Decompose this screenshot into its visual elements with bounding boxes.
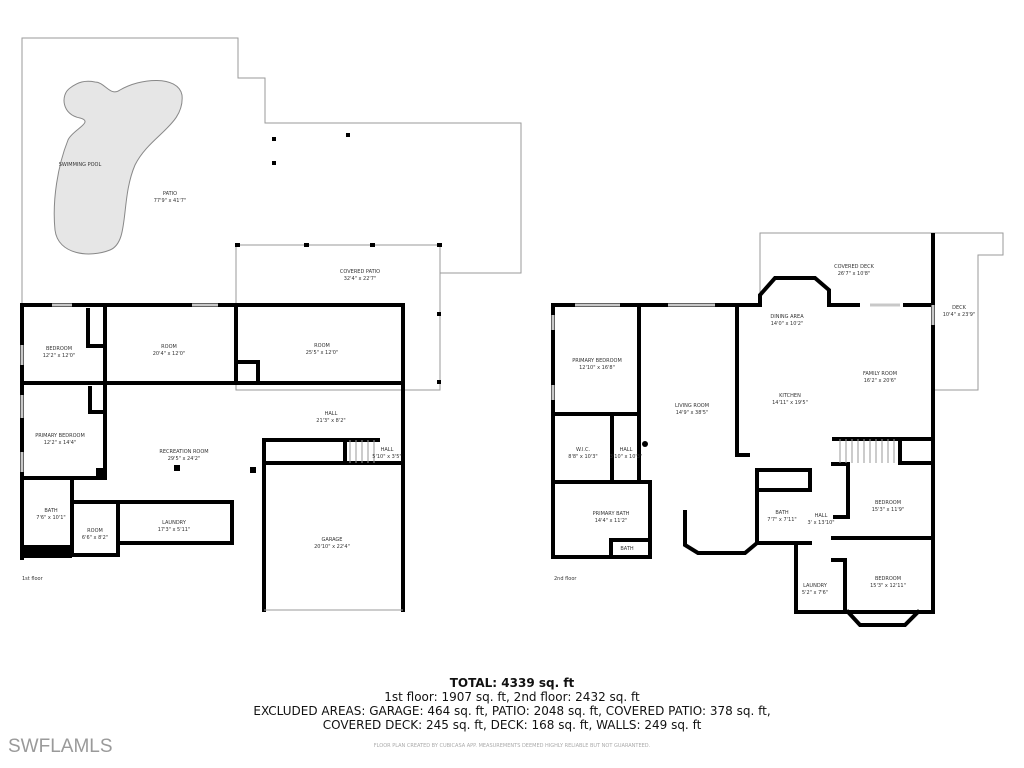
- first-floor-walls: [20, 303, 405, 612]
- room-name: HALL: [381, 447, 394, 453]
- floor-areas: 1st floor: 1907 sq. ft, 2nd floor: 2432 …: [384, 690, 640, 704]
- room-size: 15'3" x 11'9": [872, 507, 905, 513]
- room-size: 5'10" x 3'5": [372, 454, 401, 460]
- room-size: 12'2" x 14'4": [44, 440, 77, 446]
- room-size: 26'7" x 10'8": [838, 271, 871, 277]
- room-name: KITCHEN: [779, 393, 801, 399]
- room-size: 6'6" x 8'2": [82, 535, 108, 541]
- room-size: 20'4" x 12'0": [153, 351, 186, 357]
- room-size: 14'11" x 19'5": [772, 400, 808, 406]
- room-size: 21'3" x 8'2": [316, 418, 345, 424]
- room-name: HALL: [620, 447, 633, 453]
- excluded-areas-line-2: COVERED DECK: 245 sq. ft, DECK: 168 sq. …: [322, 718, 702, 732]
- room-size: 77'9" x 41'7": [154, 198, 187, 204]
- room-size: 14'9" x 38'5": [676, 410, 709, 416]
- room-size: 15'3" x 12'11": [870, 583, 906, 589]
- room-size: 17'3" x 5'11": [158, 527, 191, 533]
- room-name: LIVING ROOM: [675, 403, 709, 409]
- room-name: BEDROOM: [875, 500, 901, 506]
- room-name: BATH: [775, 510, 789, 516]
- room-name: BEDROOM: [46, 346, 72, 352]
- room-name: LAUNDRY: [162, 520, 187, 526]
- room-name: PRIMARY BATH: [593, 511, 630, 517]
- room-name: COVERED PATIO: [340, 269, 380, 275]
- room-name: PRIMARY BEDROOM: [572, 358, 622, 364]
- room-name: W.I.C.: [576, 447, 591, 453]
- room-name: RECREATION ROOM: [159, 449, 208, 455]
- room-size: 7'7" x 7'11": [767, 517, 796, 523]
- room-name: FAMILY ROOM: [863, 371, 897, 377]
- room-size: 5'2" x 7'6": [802, 590, 828, 596]
- room-name: PATIO: [163, 191, 177, 197]
- watermark: SWFLAMLS: [8, 736, 113, 757]
- room-name: PRIMARY BEDROOM: [35, 433, 85, 439]
- room-name: COVERED DECK: [834, 264, 874, 270]
- room-name: BATH: [620, 546, 634, 552]
- room-size: 20'10" x 22'4": [314, 544, 350, 550]
- room-name: DINING AREA: [770, 314, 804, 320]
- room-size: 14'0" x 10'2": [771, 321, 804, 327]
- room-size: 29'5" x 24'2": [168, 456, 201, 462]
- second-floor-exterior: [759, 232, 1004, 391]
- room-name: HALL: [815, 513, 828, 519]
- room-size: 3'10" x 10'3": [610, 454, 643, 460]
- room-size: 7'6" x 10'1": [36, 515, 65, 521]
- room-name: BEDROOM: [875, 576, 901, 582]
- room-name: ROOM: [87, 528, 103, 534]
- second-floor-labels: COVERED DECK 26'7" x 10'8" DECK 10'4" x …: [554, 264, 975, 596]
- swimming-pool: [53, 80, 183, 255]
- room-size: 32'4" x 22'7": [344, 276, 377, 282]
- room-size: 14'4" x 11'2": [595, 518, 628, 524]
- floor-label: 1st floor: [22, 576, 44, 582]
- disclaimer: FLOOR PLAN CREATED BY CUBICASA APP. MEAS…: [373, 743, 651, 749]
- first-floor-labels: SWIMMING POOL PATIO 77'9" x 41'7" COVERE…: [22, 162, 402, 582]
- room-name: HALL: [325, 411, 338, 417]
- room-size: 10'4" x 23'9": [943, 312, 976, 318]
- second-floor-walls: [551, 233, 935, 627]
- room-size: 12'10" x 16'8": [579, 365, 615, 371]
- room-name: BATH: [44, 508, 58, 514]
- room-size: 16'2" x 20'6": [864, 378, 897, 384]
- room-size: 25'5" x 12'0": [306, 350, 339, 356]
- room-name: ROOM: [161, 344, 177, 350]
- floor-label: 2nd floor: [554, 576, 577, 582]
- room-size: 8'8" x 10'3": [568, 454, 597, 460]
- room-name: DECK: [952, 305, 967, 311]
- room-size: 12'2" x 12'0": [43, 353, 76, 359]
- room-name: ROOM: [314, 343, 330, 349]
- room-size: 3' x 13'10": [807, 520, 834, 526]
- total-area: TOTAL: 4339 sq. ft: [449, 676, 575, 690]
- excluded-areas-line-1: EXCLUDED AREAS: GARAGE: 464 sq. ft, PATI…: [253, 704, 771, 718]
- room-name: LAUNDRY: [803, 583, 828, 589]
- room-name: GARAGE: [322, 537, 343, 543]
- room-name: SWIMMING POOL: [59, 162, 102, 168]
